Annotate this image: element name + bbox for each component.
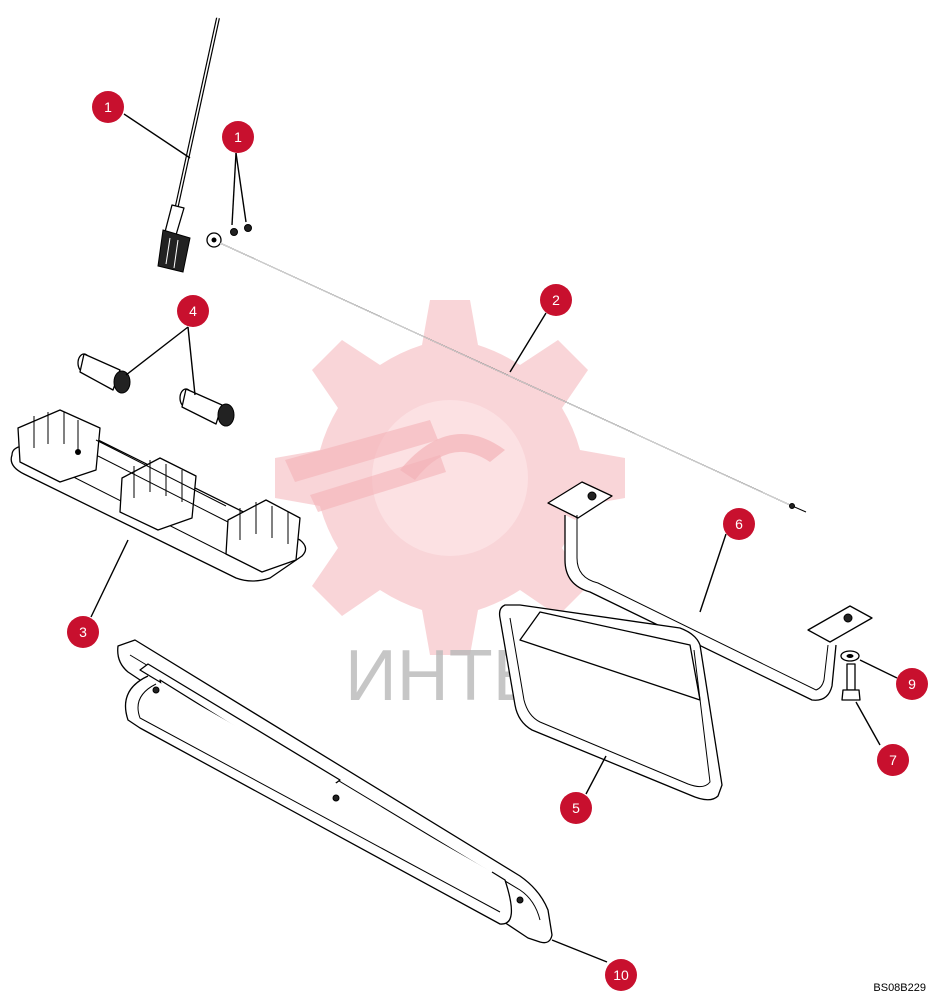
callout-label: 1 bbox=[234, 129, 242, 145]
callout-label: 7 bbox=[889, 752, 897, 768]
bulb-upper bbox=[77, 353, 131, 394]
grab-handle bbox=[117, 639, 553, 944]
leader-lines bbox=[90, 113, 898, 963]
callout-label: 10 bbox=[613, 967, 629, 983]
callout-4-bulbs: 4 bbox=[177, 295, 209, 327]
drawing-code: BS08B229 bbox=[873, 982, 926, 994]
callout-label: 4 bbox=[189, 303, 197, 319]
callout-label: 2 bbox=[552, 292, 560, 308]
mirror bbox=[498, 604, 723, 801]
antenna bbox=[157, 17, 220, 273]
callout-3-housing: 3 bbox=[67, 616, 99, 648]
callout-1-antenna: 1 bbox=[92, 91, 124, 123]
callout-6-bracket: 6 bbox=[723, 508, 755, 540]
washer bbox=[840, 650, 860, 662]
callout-5-mirror: 5 bbox=[560, 792, 592, 824]
callout-label: 5 bbox=[572, 800, 580, 816]
callout-label: 1 bbox=[104, 99, 112, 115]
callout-1-hardware: 1 bbox=[222, 121, 254, 153]
callout-9-washer: 9 bbox=[896, 668, 928, 700]
mirror-bracket bbox=[547, 481, 873, 701]
antenna-hardware bbox=[206, 224, 252, 248]
light-housing bbox=[10, 409, 307, 582]
callout-label: 3 bbox=[79, 624, 87, 640]
callout-7-bolt: 7 bbox=[877, 744, 909, 776]
callout-10-handle: 10 bbox=[605, 959, 637, 991]
callout-label: 6 bbox=[735, 516, 743, 532]
antenna-cable bbox=[219, 242, 807, 513]
callout-2-cable: 2 bbox=[540, 284, 572, 316]
bolt bbox=[841, 663, 861, 701]
watermark-gear-icon bbox=[275, 300, 625, 655]
callout-label: 9 bbox=[908, 676, 916, 692]
bulb-lower bbox=[179, 388, 235, 427]
